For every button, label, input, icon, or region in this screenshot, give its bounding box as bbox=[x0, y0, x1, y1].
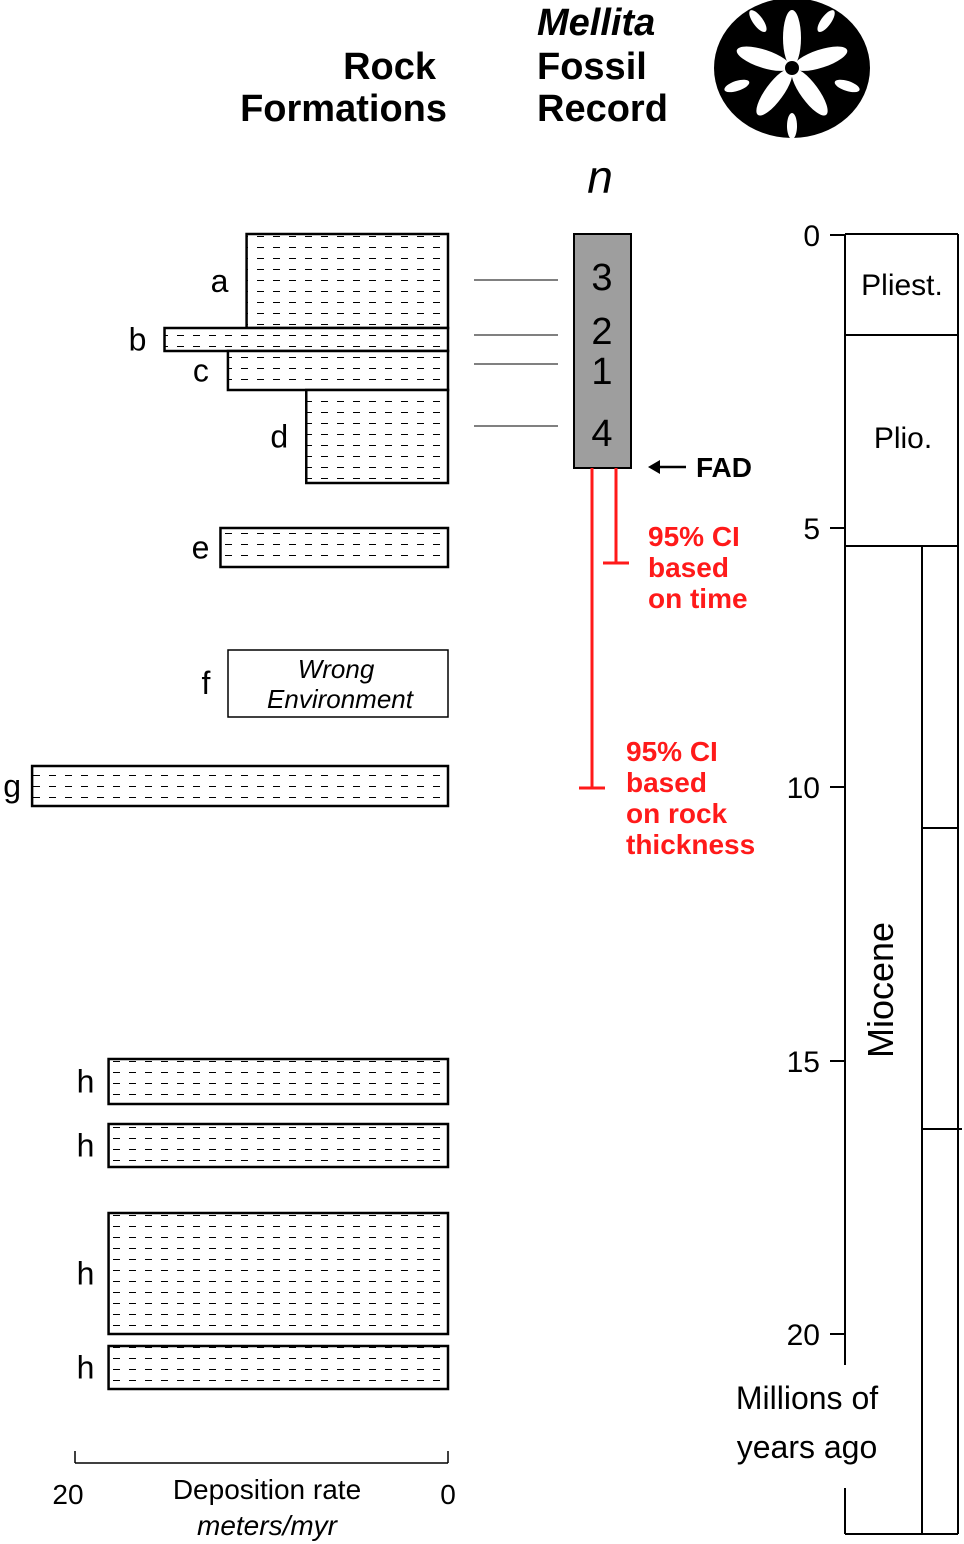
epoch-pliocene: Plio. bbox=[874, 422, 932, 455]
time-axis-label-line1: Millions of bbox=[736, 1380, 878, 1416]
connector-lines bbox=[474, 279, 558, 427]
ci-time-label-2: based bbox=[648, 552, 729, 583]
formation-bar-d bbox=[305, 388, 450, 485]
fad-label: FAD bbox=[696, 452, 752, 483]
wrong-environment-line1: Wrong bbox=[298, 654, 375, 684]
rate-axis-units: meters/myr bbox=[197, 1510, 339, 1541]
formation-bar-h bbox=[107, 1344, 450, 1391]
ci-rock-label-2: based bbox=[626, 767, 707, 798]
formation-label-h: h bbox=[77, 1064, 95, 1100]
ci-time-label-1: 95% CI bbox=[648, 521, 740, 552]
fad-marker: FAD bbox=[648, 452, 752, 483]
time-axis-label-line2: years ago bbox=[737, 1429, 878, 1465]
time-tick-label-20: 20 bbox=[787, 1319, 820, 1352]
time-tick-label-5: 5 bbox=[803, 513, 820, 546]
fossil-count-d: 4 bbox=[591, 413, 612, 455]
formation-bar-h bbox=[107, 1122, 450, 1169]
formation-f: Wrong Environment bbox=[227, 649, 449, 718]
fossil-count-c: 1 bbox=[591, 351, 612, 393]
formation-label-a: a bbox=[211, 263, 229, 299]
time-scale: 0 5 10 15 20 Pliest. Plio. Miocene Milli… bbox=[736, 220, 962, 1535]
formation-bar-h bbox=[107, 1211, 450, 1336]
sand-dollar-icon bbox=[714, 0, 870, 139]
rate-axis-title: Deposition rate bbox=[173, 1474, 361, 1505]
formation-label-b: b bbox=[129, 322, 147, 358]
epoch-miocene: Miocene bbox=[860, 922, 901, 1058]
wrong-environment-box bbox=[227, 649, 449, 718]
formation-label-f: f bbox=[202, 665, 211, 701]
formation-bar-h bbox=[107, 1057, 450, 1106]
deposition-rate-axis: 20 0 Deposition rate meters/myr bbox=[52, 1451, 456, 1541]
formation-bar-g bbox=[30, 764, 450, 808]
fossil-count-a: 3 bbox=[591, 257, 612, 299]
formation-label-d: d bbox=[270, 419, 288, 455]
formation-bar-e bbox=[219, 526, 450, 569]
rock-title-line2: Formations bbox=[240, 88, 447, 130]
formation-bar-c bbox=[226, 349, 450, 392]
fossil-range-bar bbox=[573, 233, 632, 469]
fossil-title-line3: Record bbox=[537, 88, 668, 130]
time-tick-label-10: 10 bbox=[787, 772, 820, 805]
rate-tick-label-20: 20 bbox=[52, 1479, 83, 1510]
fossil-title-genus: Mellita bbox=[537, 2, 655, 44]
formation-label-g: g bbox=[3, 768, 21, 804]
fossil-count-b: 2 bbox=[591, 311, 612, 353]
formation-label-c: c bbox=[193, 353, 209, 389]
ci-rock-label-3: on rock bbox=[626, 798, 728, 829]
formation-label-h: h bbox=[77, 1128, 95, 1164]
ci-rock-label-4: thickness bbox=[626, 829, 755, 860]
ci-time-label-3: on time bbox=[648, 583, 748, 614]
formation-label-h: h bbox=[77, 1350, 95, 1386]
time-tick-label-0: 0 bbox=[803, 220, 820, 253]
fossil-record-bar: 3 2 1 4 bbox=[573, 233, 632, 469]
fossil-record-title: Mellita Fossil Record bbox=[537, 2, 668, 130]
formation-label-h: h bbox=[77, 1256, 95, 1292]
fossil-title-line2: Fossil bbox=[537, 46, 647, 88]
n-label: n bbox=[587, 151, 613, 203]
rock-title-line1: Rock bbox=[343, 46, 437, 88]
time-tick-label-15: 15 bbox=[787, 1046, 820, 1079]
wrong-environment-line2: Environment bbox=[267, 684, 415, 714]
formation-bar-a bbox=[245, 232, 450, 330]
formation-bar-b bbox=[163, 326, 450, 353]
rate-tick-label-0: 0 bbox=[440, 1479, 456, 1510]
epoch-pleistocene: Pliest. bbox=[861, 269, 943, 302]
ci-rock-label-1: 95% CI bbox=[626, 736, 718, 767]
fad-arrow-icon bbox=[648, 460, 660, 474]
rock-formations-title: Rock Formations bbox=[240, 46, 447, 130]
formation-label-e: e bbox=[192, 530, 210, 566]
confidence-intervals: 95% CI based on time 95% CI based on roc… bbox=[579, 468, 755, 860]
